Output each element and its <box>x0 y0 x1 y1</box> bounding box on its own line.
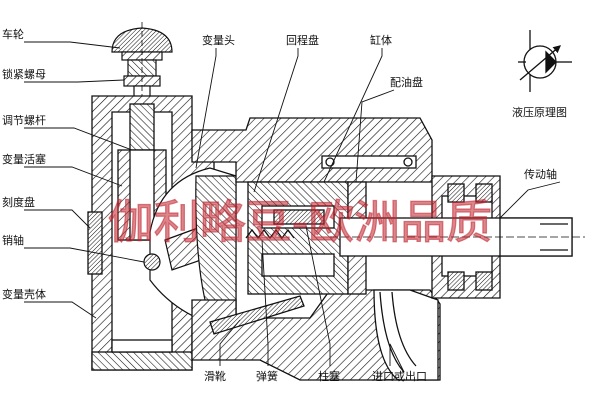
label-inlet-outlet: 进口或出口 <box>372 369 427 383</box>
slipper-shape <box>209 295 305 335</box>
label-handwheel: 车轮 <box>2 27 24 41</box>
label-pin-shaft: 销轴 <box>2 233 24 247</box>
label-variable-housing: 变量壳体 <box>2 287 46 301</box>
label-lock-nut: 锁紧螺母 <box>2 67 46 81</box>
spring-shape <box>245 228 295 240</box>
label-return-plate: 回程盘 <box>286 33 319 47</box>
variable-head-shape <box>143 167 237 331</box>
label-port-plate: 配油盘 <box>390 75 423 89</box>
label-cylinder-block: 缸体 <box>370 33 392 47</box>
label-variable-piston: 变量活塞 <box>2 152 46 166</box>
label-drive-shaft: 传动轴 <box>524 167 557 181</box>
label-adjusting-screw: 调节螺杆 <box>2 113 46 127</box>
watermark-text: 伽利略豆-欧洲品质 <box>108 195 493 249</box>
labels: 车轮 锁紧螺母 调节螺杆 变量活塞 刻度盘 销轴 变量壳体 变量头 回程盘 缸体… <box>2 27 567 383</box>
scale-dial-shape <box>87 211 103 275</box>
label-variable-head: 变量头 <box>202 33 235 47</box>
label-spring: 弹簧 <box>256 369 278 383</box>
leader-lines <box>24 41 561 373</box>
label-plunger: 柱塞 <box>318 369 340 383</box>
label-slipper: 滑靴 <box>204 369 226 383</box>
label-scale-dial: 刻度盘 <box>2 195 35 209</box>
label-hydraulic-symbol: 液压原理图 <box>512 105 567 119</box>
hydraulic-symbol <box>518 30 572 92</box>
drive-shaft-assembly <box>330 175 585 299</box>
